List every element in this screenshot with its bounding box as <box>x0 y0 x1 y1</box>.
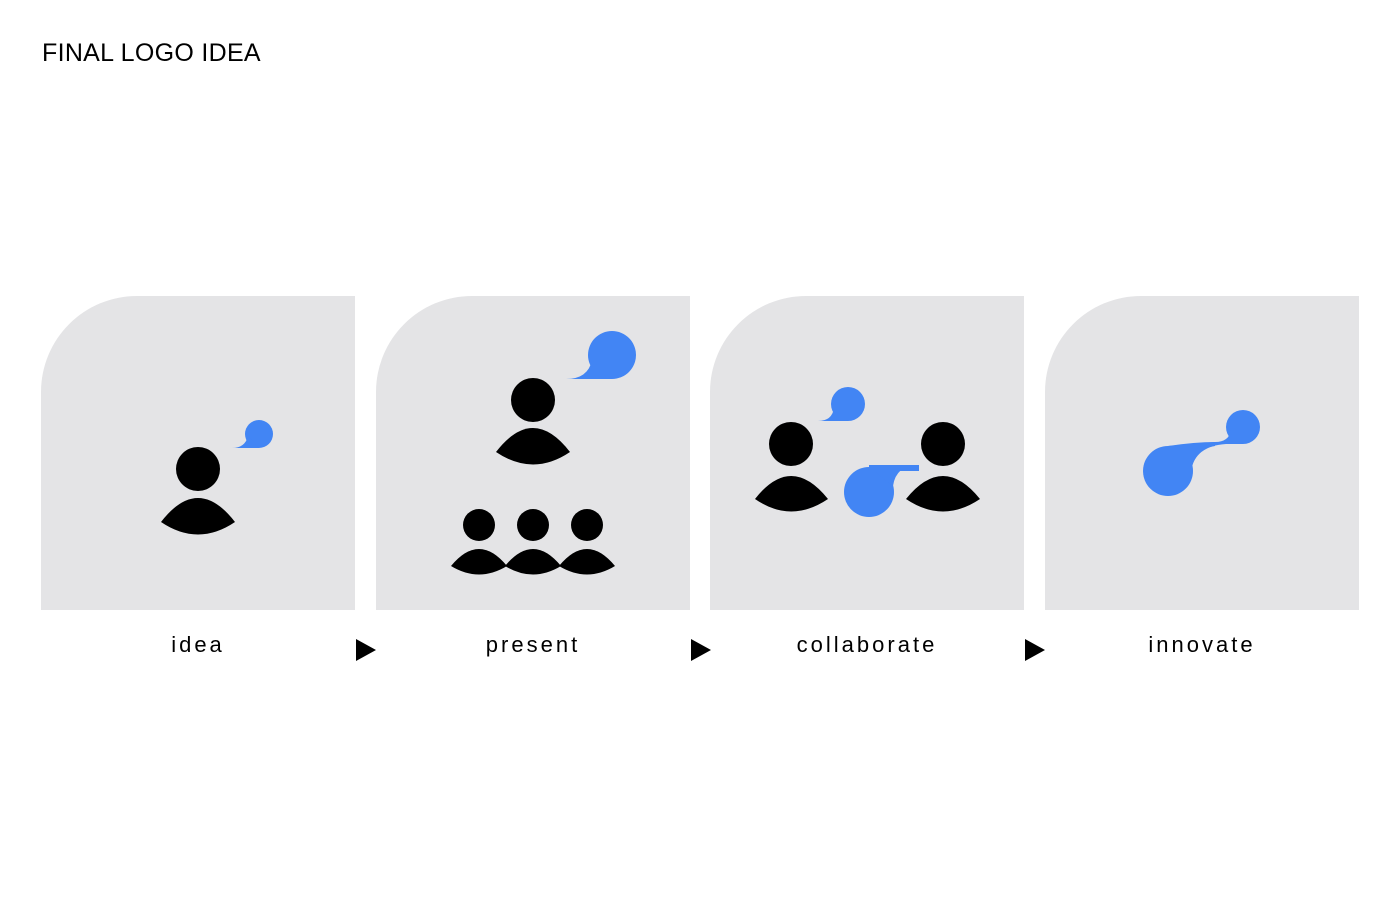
person-with-small-speech-bubble-icon <box>161 420 273 535</box>
step-card-collaborate <box>710 296 1024 610</box>
two-joined-speech-bubbles-logo-icon <box>1143 410 1260 496</box>
step-label-idea: idea <box>171 632 225 657</box>
play-arrow-icon <box>690 638 712 662</box>
step-label-innovate: innovate <box>1148 632 1256 657</box>
two-people-exchanging-bubbles-icon <box>755 387 980 517</box>
step-label-present: present <box>485 632 581 657</box>
step-card-innovate <box>1045 296 1359 610</box>
step-card-present <box>376 296 690 610</box>
step-card-idea <box>41 296 355 610</box>
step-label-collaborate: collaborate <box>796 632 938 657</box>
play-arrow-icon <box>1024 638 1046 662</box>
play-arrow-icon <box>355 638 377 662</box>
page-title: FINAL LOGO IDEA <box>42 39 261 67</box>
presenter-to-audience-icon <box>451 331 636 575</box>
